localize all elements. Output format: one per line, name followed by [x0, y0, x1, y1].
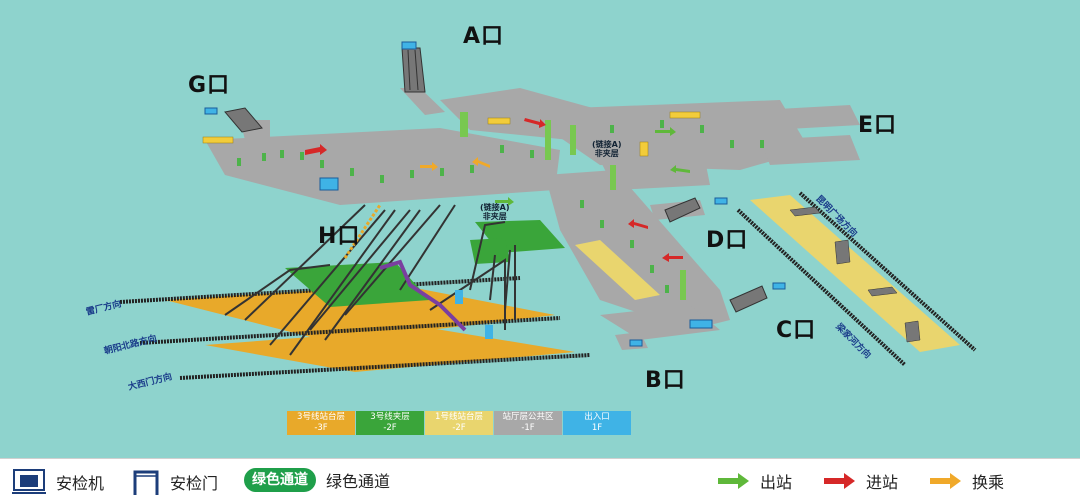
exit-h-label: H口 [318, 224, 361, 249]
green-arrow-icon [718, 473, 749, 489]
legend-green-channel-text: 绿色通道 [326, 472, 391, 491]
red-arrow-icon [824, 473, 855, 489]
layer-legend: 3号线站台层-3F 3号线夹层-2F 1号线站台层-2F 站厅层公共区-1F 出… [287, 411, 632, 435]
legend-security-machine-text: 安检机 [56, 474, 105, 493]
security-machine-icon [12, 469, 46, 494]
exit-e-label: E口 [858, 113, 898, 138]
legend-enter-text: 进站 [866, 473, 899, 492]
bottom-legend: 安检机 安检门 绿色通道 绿色通道 出站 进站 换乘 [0, 458, 1080, 503]
info-boards [202, 111, 701, 157]
line3-mezzanine-layer [285, 220, 565, 307]
layer-cell-line1-platform: 1号线站台层-2F [425, 411, 493, 435]
station-diagram [119, 41, 977, 380]
exit-escalators [224, 47, 768, 313]
legend-transfer: 换乘 [930, 469, 1004, 493]
line3-platform-lower [205, 328, 575, 372]
entrance-boxes [204, 41, 786, 347]
legend-security-gate-text: 安检门 [170, 474, 219, 493]
legend-exit-text: 出站 [760, 473, 793, 492]
link-a-note-2: (链接A)非夹层 [480, 203, 510, 221]
layer-cell-line3-platform: 3号线站台层-3F [287, 411, 355, 435]
layer-cell-line3-mezzanine: 3号线夹层-2F [356, 411, 424, 435]
legend-security-gate: 安检门 [132, 467, 218, 497]
link-a-note-1: (链接A)非夹层 [592, 140, 622, 158]
orange-arrow-icon [930, 473, 961, 489]
legend-exit: 出站 [718, 469, 792, 493]
legend-enter: 进站 [824, 469, 898, 493]
green-channel-marks [460, 112, 686, 300]
exit-g-label: G口 [188, 73, 231, 98]
line1-platform [736, 191, 977, 367]
legend-transfer-text: 换乘 [972, 473, 1005, 492]
pillars [237, 120, 764, 293]
flow-arrows [305, 118, 690, 262]
layer-cell-concourse: 站厅层公共区-1F [494, 411, 562, 435]
exit-d-label: D口 [706, 228, 749, 253]
exit-b-label: B口 [645, 368, 686, 393]
exit-a-label: A口 [463, 24, 505, 49]
green-channel-pill: 绿色通道 [244, 468, 316, 492]
security-gate-icon [133, 470, 159, 495]
legend-green-channel: 绿色通道 绿色通道 [244, 468, 390, 492]
exit-c-label: C口 [776, 318, 817, 343]
legend-security-machine: 安检机 [12, 467, 104, 497]
